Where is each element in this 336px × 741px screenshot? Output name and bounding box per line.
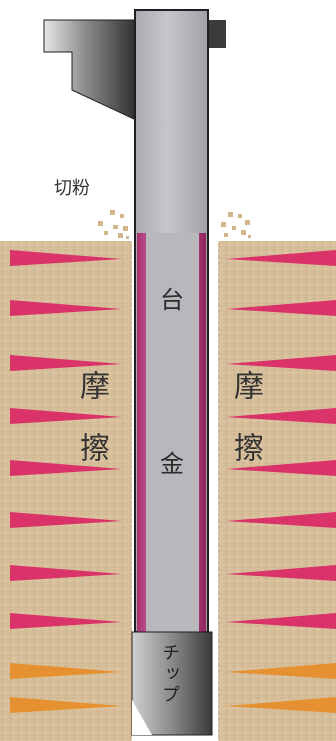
- chip-particles-right: [221, 212, 251, 238]
- shank-core: [146, 233, 199, 632]
- friction-label-left: 摩擦: [74, 370, 109, 494]
- chip-particles-left: [98, 210, 129, 239]
- holder-left: [43, 19, 137, 121]
- shank-label-top: 台: [160, 286, 184, 314]
- tip-label: チップ: [159, 643, 180, 706]
- friction-marks-left: [10, 250, 122, 713]
- chips-label: 切粉: [54, 178, 90, 199]
- soil-left: [0, 241, 132, 741]
- holder-right: [208, 20, 226, 48]
- friction-marks-right: [226, 250, 336, 713]
- soil-right: [218, 241, 336, 741]
- tip-bevel: [132, 700, 152, 735]
- friction-label-right: 摩擦: [228, 370, 263, 494]
- shank-label-bottom: 金: [160, 450, 184, 478]
